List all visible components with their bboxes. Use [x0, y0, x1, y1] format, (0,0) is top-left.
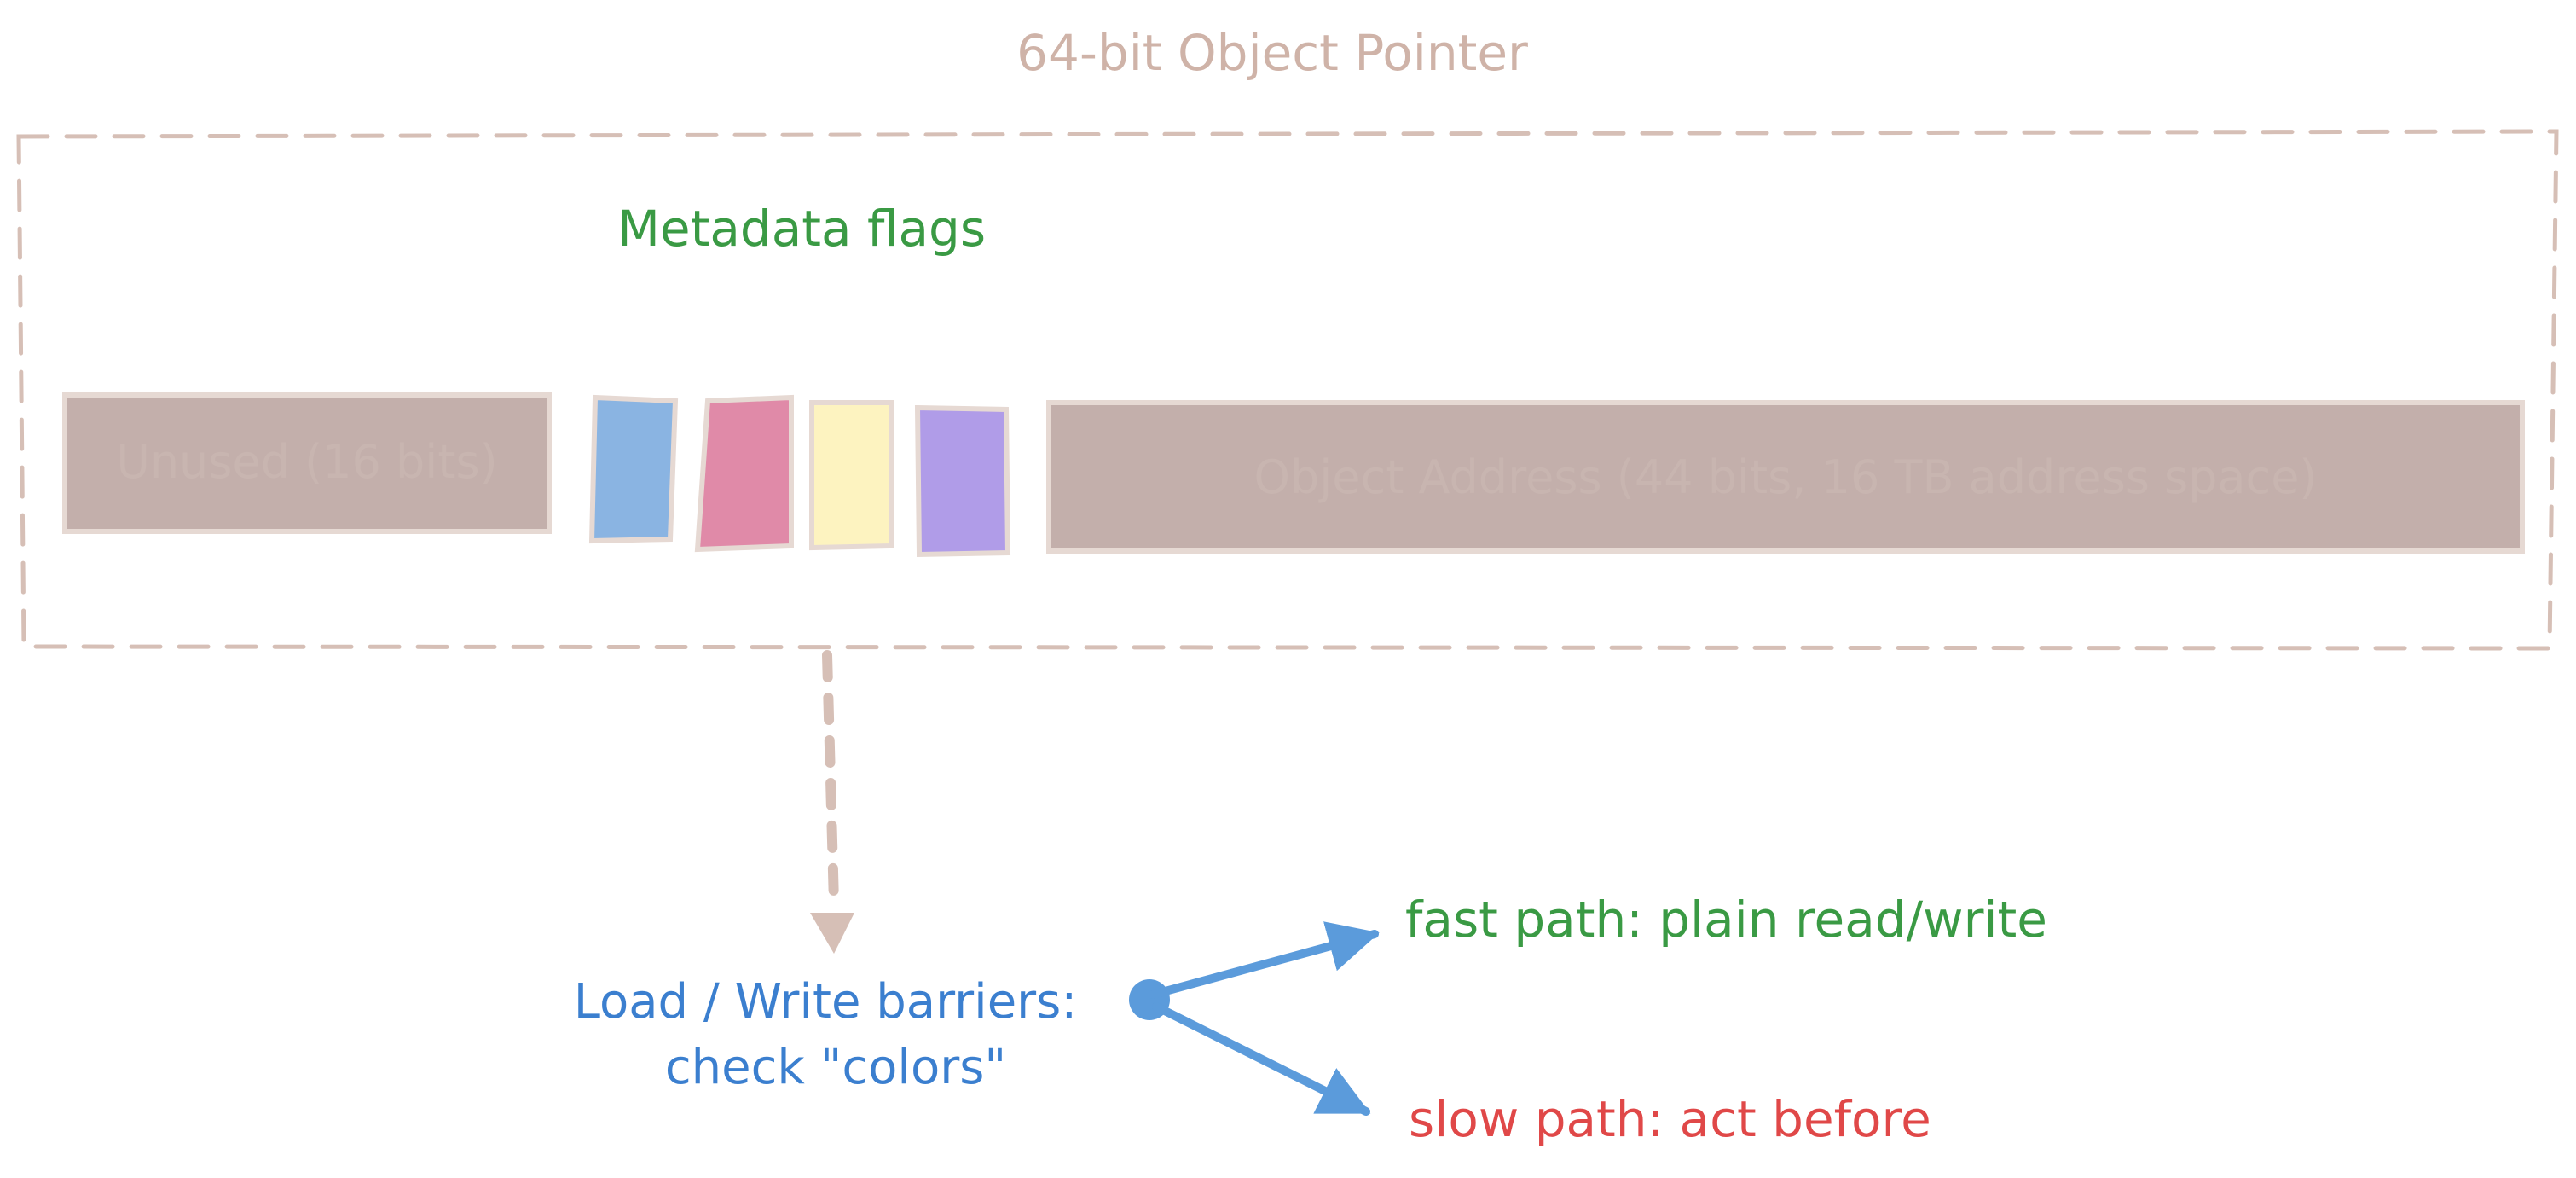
pink-flag [694, 394, 794, 553]
blue-flag [588, 394, 679, 544]
address-segment-label: Object Address (44 bits, 16 TB address s… [1254, 450, 2318, 504]
fast-path-label: fast path: plain read/write [1405, 891, 2047, 949]
metadata-flags [588, 394, 1011, 558]
pointer-frame [16, 129, 2559, 651]
barrier-label-line1: Load / Write barriers: [574, 974, 1077, 1030]
frame-to-barrier-connector [822, 650, 839, 908]
unused-segment: Unused (16 bits) [62, 392, 552, 534]
slow-path-label: slow path: act before [1409, 1090, 1931, 1148]
purple-flag [914, 404, 1011, 558]
slow-path-arrow [1152, 1002, 1371, 1116]
fast-path-arrow [1149, 921, 1380, 999]
diagram-title: 64-bit Object Pointer [1016, 24, 1528, 82]
address-segment: Object Address (44 bits, 16 TB address s… [1046, 400, 2525, 554]
metadata-flags-label: Metadata flags [617, 200, 986, 258]
connector-arrowhead [810, 913, 854, 954]
yellow-flag [809, 400, 894, 551]
unused-segment-label: Unused (16 bits) [116, 435, 497, 489]
barrier-label-line2: check "colors" [665, 1040, 1006, 1095]
